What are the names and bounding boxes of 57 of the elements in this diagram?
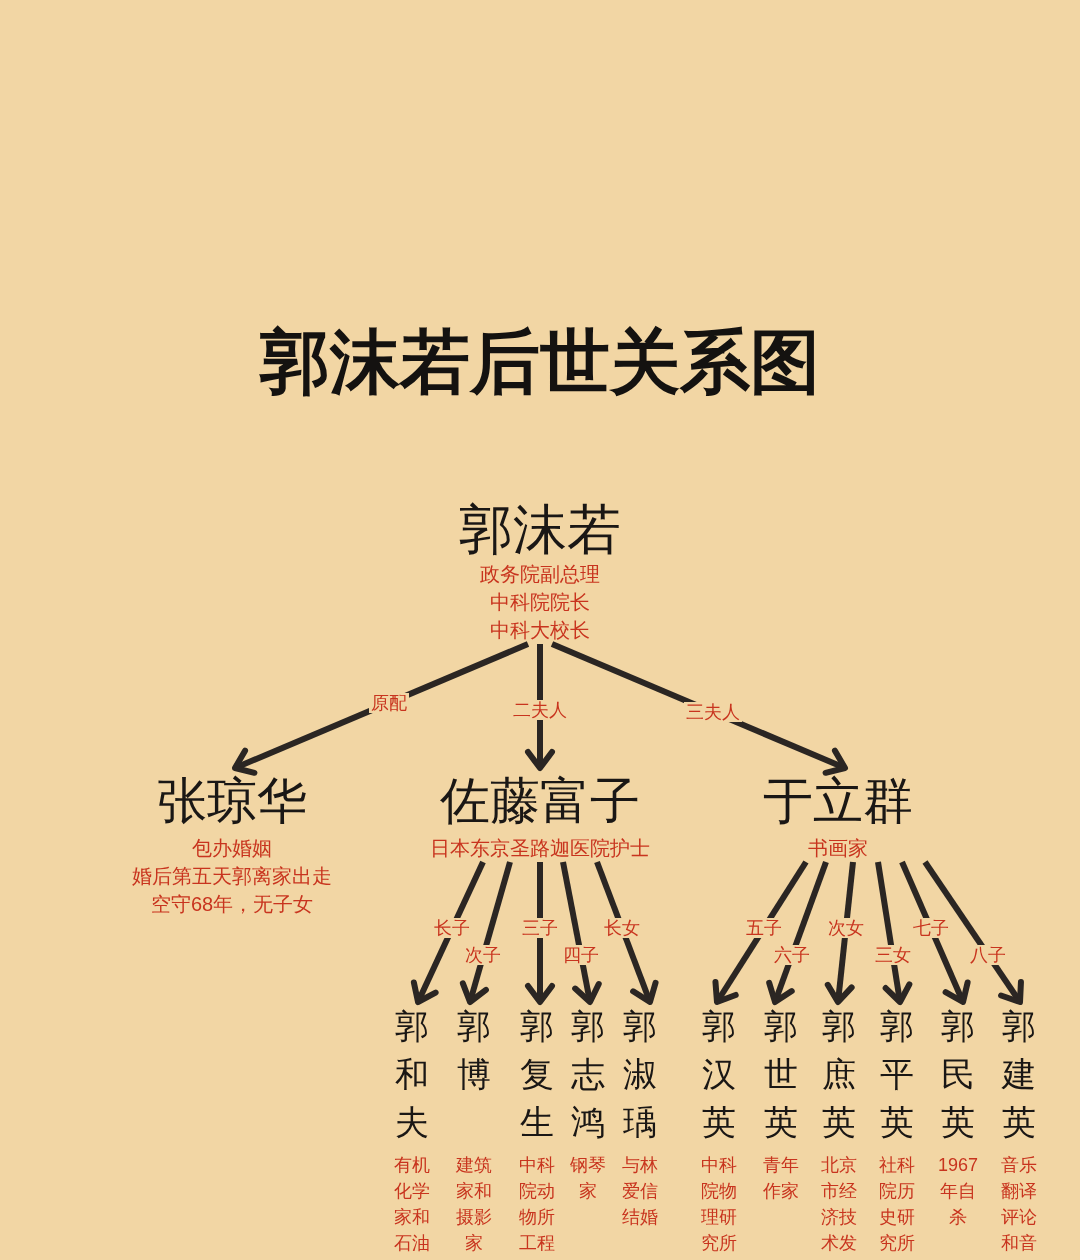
description-text: 钢琴家 <box>569 1154 607 1203</box>
arrow <box>594 860 659 1005</box>
person-name: 郭平英 <box>879 1006 915 1143</box>
description-text: 书画家 <box>808 836 868 861</box>
arrow <box>232 641 530 776</box>
description-text: 中科院动物所工程 <box>518 1154 556 1255</box>
edge-label: 三子 <box>520 918 560 938</box>
arrow <box>899 860 971 1005</box>
arrow <box>712 860 809 1005</box>
person-name: 郭建英 <box>1001 1006 1037 1143</box>
person-name: 于立群 <box>763 772 913 831</box>
description-text: 青年作家 <box>762 1154 800 1203</box>
description-text: 社科院历史研究所 <box>878 1154 916 1255</box>
person-name: 郭复生 <box>519 1006 555 1143</box>
arrow <box>922 860 1024 1005</box>
person-name: 郭志鸿 <box>570 1006 606 1143</box>
title: 郭沫若后世关系图 <box>260 322 820 402</box>
arrow <box>824 861 856 1005</box>
edge-label: 三女 <box>872 945 913 965</box>
person-name: 郭沫若 <box>459 498 621 560</box>
description-text: 北京市经济技术发 <box>820 1154 858 1255</box>
description-text: 1967年自杀 <box>937 1154 979 1229</box>
arrow <box>410 860 486 1005</box>
edge-label: 二夫人 <box>511 700 569 720</box>
person-name: 郭博 <box>456 1006 492 1095</box>
person-name: 郭民英 <box>940 1006 976 1143</box>
description-text: 中科院院长 <box>490 590 590 615</box>
arrow <box>560 861 602 1005</box>
description-text: 中科大校长 <box>490 618 590 643</box>
edge-label: 次女 <box>825 918 866 938</box>
edge-label: 七子 <box>910 918 951 938</box>
person-name: 郭世英 <box>763 1006 799 1143</box>
arrow <box>875 861 913 1005</box>
description-text: 空守68年，无子女 <box>150 892 314 917</box>
arrow <box>525 862 555 1005</box>
description-text: 包办婚姻 <box>192 836 272 861</box>
arrow <box>550 641 848 776</box>
person-name: 郭和夫 <box>394 1006 430 1143</box>
person-name: 张琼华 <box>157 772 307 831</box>
edge-label: 长女 <box>602 918 642 938</box>
description-text: 中科院物理研究所 <box>700 1154 738 1255</box>
description-text: 与林爱信结婚 <box>621 1154 659 1229</box>
person-name: 佐藤富子 <box>440 772 640 831</box>
edge-label: 三夫人 <box>683 702 742 722</box>
person-name: 郭汉英 <box>701 1006 737 1143</box>
description-text: 建筑家和摄影家 <box>455 1154 493 1255</box>
description-text: 音乐翻译评论和音 <box>1000 1154 1038 1255</box>
description-text: 婚后第五天郭离家出走 <box>132 864 332 889</box>
description-text: 有机化学家和石油 <box>393 1154 431 1255</box>
person-name: 郭庶英 <box>821 1006 857 1143</box>
edge-label: 原配 <box>368 693 409 713</box>
arrow <box>766 860 829 1005</box>
arrow <box>525 644 555 771</box>
description-text: 日本东京圣路迦医院护士 <box>430 836 650 861</box>
arrow <box>459 861 513 1005</box>
description-text: 政务院副总理 <box>480 562 600 587</box>
person-name: 郭淑瑀 <box>622 1006 658 1143</box>
